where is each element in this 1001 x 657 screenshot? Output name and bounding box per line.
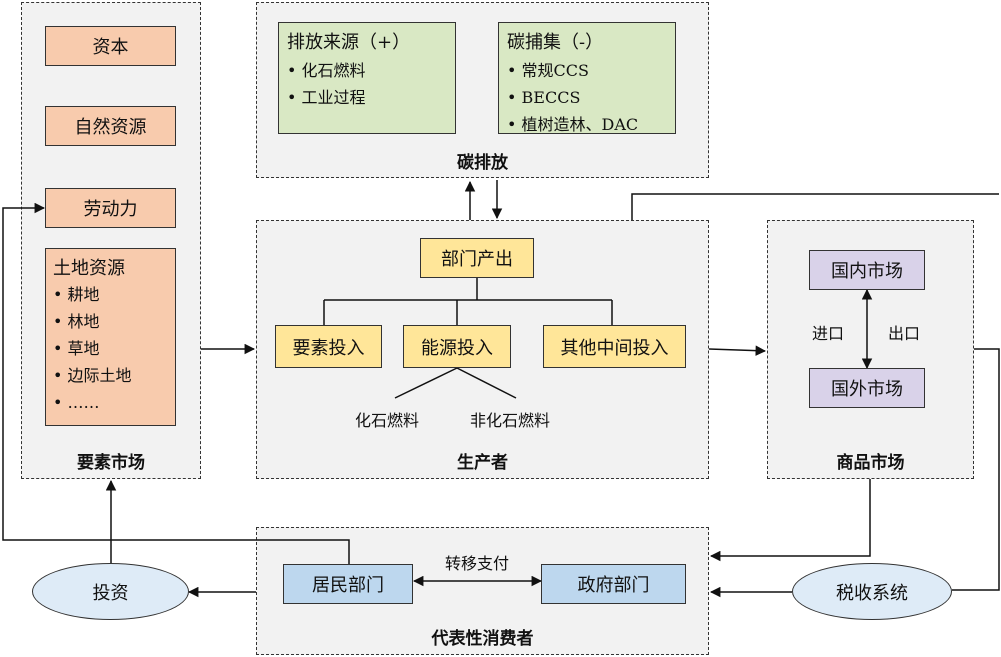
domestic-market-box: 国内市场 xyxy=(809,250,925,290)
land-item-farmland: 耕地 xyxy=(53,281,175,308)
sector-output-box: 部门产出 xyxy=(420,238,534,278)
carbon-capture-list: 常规CCS BECCS 植树造林、DAC xyxy=(507,57,675,138)
land-resources-box: 土地资源 耕地 林地 草地 边际土地 …… xyxy=(45,248,176,426)
goods-market-title: 商品市场 xyxy=(836,453,905,473)
non-fossil-fuel-label: 非化石燃料 xyxy=(470,411,551,430)
emission-source-fossil: 化石燃料 xyxy=(287,57,455,84)
emission-sources-title: 排放来源（+） xyxy=(287,32,411,53)
carbon-capture-title: 碳捕集（-） xyxy=(507,32,604,53)
emission-sources-list: 化石燃料 工业过程 xyxy=(287,57,455,111)
investment-ellipse: 投资 xyxy=(32,563,189,620)
import-label: 进口 xyxy=(812,324,845,343)
emission-sources-box: 排放来源（+） 化石燃料 工业过程 xyxy=(278,22,456,134)
export-label: 出口 xyxy=(888,324,921,343)
government-sector-box: 政府部门 xyxy=(541,564,686,604)
energy-input-box: 能源投入 xyxy=(403,325,511,368)
natural-resources-box: 自然资源 xyxy=(45,106,176,146)
land-resources-list: 耕地 林地 草地 边际土地 …… xyxy=(53,281,175,416)
emission-source-industrial: 工业过程 xyxy=(287,84,455,111)
land-resources-title: 土地资源 xyxy=(53,258,125,279)
carbon-capture-box: 碳捕集（-） 常规CCS BECCS 植树造林、DAC xyxy=(498,22,676,134)
household-sector-box: 居民部门 xyxy=(283,564,413,604)
land-item-grassland: 草地 xyxy=(53,335,175,362)
labor-box: 劳动力 xyxy=(45,188,176,228)
producer-title: 生产者 xyxy=(457,453,508,473)
capture-item-beccs: BECCS xyxy=(507,84,675,111)
land-item-forest: 林地 xyxy=(53,308,175,335)
consumer-title: 代表性消费者 xyxy=(431,629,534,649)
tax-system-ellipse: 税收系统 xyxy=(792,563,952,620)
other-intermediate-input-box: 其他中间投入 xyxy=(543,325,686,368)
land-item-marginal: 边际土地 xyxy=(53,362,175,389)
fossil-fuel-label: 化石燃料 xyxy=(355,411,420,430)
capture-item-ccs: 常规CCS xyxy=(507,57,675,84)
carbon-emission-title: 碳排放 xyxy=(457,153,508,173)
capture-item-afforestation-dac: 植树造林、DAC xyxy=(507,111,675,138)
land-item-etc: …… xyxy=(53,389,175,416)
capital-box: 资本 xyxy=(45,26,176,66)
foreign-market-box: 国外市场 xyxy=(809,368,925,408)
factor-market-title: 要素市场 xyxy=(77,453,145,473)
factor-input-box: 要素投入 xyxy=(275,325,382,368)
transfer-payment-label: 转移支付 xyxy=(445,554,510,573)
